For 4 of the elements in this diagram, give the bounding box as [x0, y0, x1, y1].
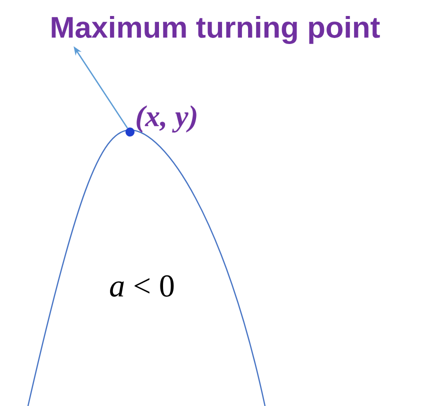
- point-label: (x, y): [136, 105, 196, 133]
- title-text: Maximum turning point: [52, 16, 380, 44]
- point-dot: [126, 128, 134, 136]
- condition-label: a < 0: [110, 275, 174, 297]
